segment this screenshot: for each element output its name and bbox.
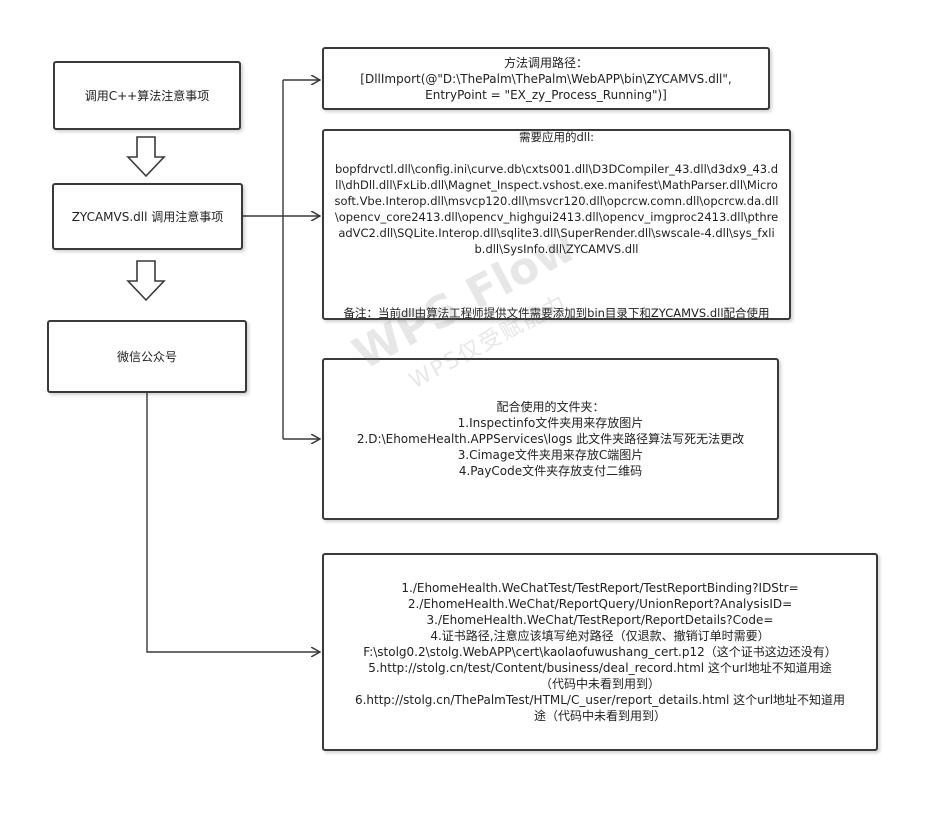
down-arrow-2 xyxy=(126,260,166,302)
node-folders-label: 配合使用的文件夹： 1.Inspectinfo文件夹用来存放图片 2.D:\Eh… xyxy=(356,400,745,478)
node-call-path-label: 方法调用路径： [DllImport(@"D:\ThePalm\ThePalm\… xyxy=(360,55,732,102)
node-wechat-label: 微信公众号 xyxy=(116,349,177,364)
dll-list-title: 需要应用的dll: xyxy=(518,129,595,144)
node-wechat[interactable]: 微信公众号 xyxy=(47,320,247,393)
node-urls[interactable]: 1./EhomeHealth.WeChatTest/TestReport/Tes… xyxy=(322,553,878,751)
node-dll-list-content: 需要应用的dll: bopfdrvctl.dll\config.ini\curv… xyxy=(334,113,779,337)
node-cpp-notes[interactable]: 调用C++算法注意事项 xyxy=(53,61,241,130)
connector-zycamvs-trunk xyxy=(243,80,284,439)
node-zycamvs-notes[interactable]: ZYCAMVS.dll 调用注意事项 xyxy=(52,183,243,250)
node-dll-list[interactable]: 需要应用的dll: bopfdrvctl.dll\config.ini\curv… xyxy=(322,129,791,320)
node-zycamvs-notes-label: ZYCAMVS.dll 调用注意事项 xyxy=(71,209,224,224)
down-arrow-1 xyxy=(126,136,166,178)
connector-wechat-to-urls xyxy=(146,393,319,652)
dll-list-note: 备注：当前dll由算法工程师提供文件需要添加到bin目录下和ZYCAMVS.dl… xyxy=(343,305,770,320)
node-urls-label: 1./EhomeHealth.WeChatTest/TestReport/Tes… xyxy=(354,581,846,723)
dll-list-files: bopfdrvctl.dll\config.ini\curve.db\cxts0… xyxy=(334,161,779,256)
node-cpp-notes-label: 调用C++算法注意事项 xyxy=(84,88,210,103)
node-call-path[interactable]: 方法调用路径： [DllImport(@"D:\ThePalm\ThePalm\… xyxy=(322,47,770,110)
node-folders[interactable]: 配合使用的文件夹： 1.Inspectinfo文件夹用来存放图片 2.D:\Eh… xyxy=(322,358,779,520)
